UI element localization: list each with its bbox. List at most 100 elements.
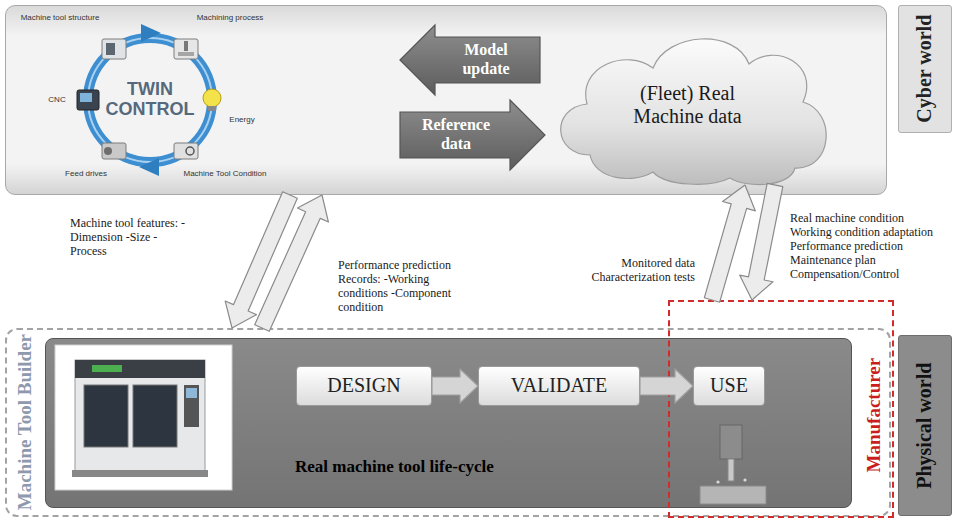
lifecycle-title: Real machine tool life-cycle [295,457,494,477]
manufacturer-outline: Manufacturer [668,300,894,518]
text-slot: (Fleet) Real Machine data [600,75,775,135]
text-slot: Cyber world [899,6,951,132]
spindle [720,425,742,459]
flow-label: Performance prediction Records: -Working… [338,258,478,314]
machine-window [84,385,128,447]
machine-structure-icon [102,39,126,59]
arrow-shape [400,100,545,170]
cnc-icon [80,93,92,102]
machine-control-panel [184,385,199,427]
text-slot: USE [694,367,764,405]
label-slot: Real machine condition Working condition… [790,200,942,292]
text-slot: Model update [436,37,536,83]
machine-body [75,360,205,472]
milling-tool [728,459,734,481]
workpiece [700,486,766,504]
process-box: DESIGN [296,366,432,406]
data-cloud: (Fleet) Real Machine data [545,20,830,185]
part-name: Energy [229,116,254,125]
energy-bulb-icon [208,106,216,111]
label-slot: Machine tool structure [12,12,108,24]
flow-label: Real machine condition Working condition… [790,211,942,281]
flow-label: Monitored data Characterization tests [555,256,695,284]
flow-arrow [225,192,297,328]
part-name: Machine Tool Condition [183,170,266,179]
block-arrow: Reference data [400,100,545,170]
text-slot: Real machine tool life-cycle [295,452,615,482]
builder-outline: Machine Tool BuilderReal machine tool li… [5,328,891,517]
text-slot: DESIGN [297,367,431,405]
chip [716,480,719,483]
feed-drive-icon [104,147,112,155]
label-slot: Machine Tool Condition [170,168,280,180]
machine-top-band [75,360,205,378]
text-slot: Reference data [404,112,508,158]
cloud-outline [561,39,826,185]
step-arrow [640,369,693,403]
condition-icon [174,143,198,159]
machine-window [133,385,177,447]
twin-control-cycle [77,24,221,176]
cnc-icon [77,90,99,110]
label-slot: Monitored data Characterization tests [555,250,695,290]
machine-logo [92,365,122,372]
arrow-text: Model update [450,41,522,78]
block-arrow: Model update [400,25,540,95]
band-title: Cyber world [913,15,936,123]
process-box: VALIDATE [478,366,640,406]
flow-arrow [740,183,783,300]
machining-process-icon [184,41,188,51]
group-title: Manufacturer [863,358,885,473]
machine-structure-icon [106,43,115,55]
cycle-arrowhead [139,158,159,176]
part-name: Machine tool structure [21,14,100,23]
step-text: USE [710,374,748,397]
lifecycle-box: Real machine tool life-cycle DESIGN VALIDA… [45,338,852,508]
label-slot: Machine tool features: -Dimension -Size … [70,208,192,266]
world-band: Physical world [898,335,952,516]
cycle-ring-highlight [88,38,212,162]
arrow-outline [400,100,545,170]
cyber-panel: TWIN CONTROL Model updateReference data (F… [5,5,887,195]
step-text: VALIDATE [511,374,607,397]
machine-screen [186,388,197,398]
part-name: CNC [48,96,65,105]
text-slot: Physical world [899,336,951,515]
arrow-outline [400,25,540,95]
picture-frame [55,345,232,490]
band-title: Physical world [913,362,936,488]
flow-arrow [704,185,755,302]
part-name: Feed drives [65,170,107,179]
part-name: Machining process [197,14,264,23]
machine-tool-picture [55,345,232,490]
cycle-arrowhead [141,24,161,42]
label-slot: Energy [222,114,262,126]
world-band: Cyber world [898,5,952,133]
cycle-ring [88,38,212,162]
energy-bulb-icon [203,89,221,107]
text-slot: Manufacturer [856,320,892,510]
label-slot: Machining process [190,12,270,24]
flow-label: Machine tool features: -Dimension -Size … [70,216,192,258]
label-slot: Performance prediction Records: -Working… [338,250,478,322]
flow-arrow [255,195,329,331]
machine-base [72,470,208,477]
label-slot: CNC [40,94,74,106]
chip [743,478,746,481]
text-slot: VALIDATE [479,367,639,405]
step-arrow [432,369,478,403]
group-title: Machine Tool Builder [14,334,36,510]
logo-text: TWIN CONTROL [95,80,205,120]
machining-process-icon [178,52,194,56]
text-slot: TWIN CONTROL [95,75,205,125]
condition-icon [186,147,194,155]
label-slot: Feed drives [60,168,112,180]
arrow-text: Reference data [412,116,500,153]
feed-drive-icon [102,143,126,159]
machining-process-icon [174,39,198,59]
text-slot: Machine Tool Builder [5,328,45,517]
step-text: DESIGN [327,374,400,397]
process-box: USE [693,366,765,406]
milling-picture [700,425,766,504]
